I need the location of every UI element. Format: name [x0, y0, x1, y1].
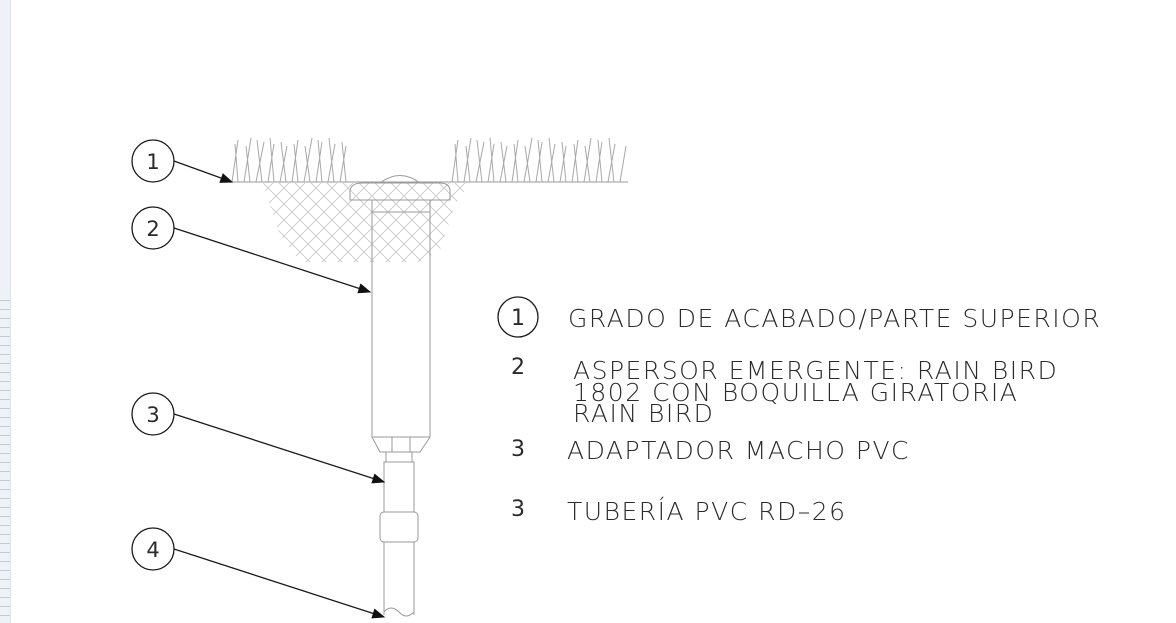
legend-item-2: 2 ASPERSOR EMERGENTE: RAIN BIRD 1802 CON… [511, 355, 1058, 428]
callout-3-number: 3 [146, 403, 159, 427]
legend-item-2-number: 2 [511, 355, 525, 380]
legend-item-3: 3 ADAPTADOR MACHO PVC [511, 436, 910, 465]
legend-item-1-text: GRADO DE ACABADO/PARTE SUPERIOR [568, 304, 1101, 333]
callout-1-number: 1 [146, 150, 159, 174]
callout-4: 4 [131, 527, 386, 619]
legend-item-3-text: ADAPTADOR MACHO PVC [567, 436, 910, 465]
callout-2: 2 [131, 206, 372, 294]
legend-item-1-number: 1 [511, 306, 525, 331]
legend-item-3-number: 3 [511, 437, 525, 462]
callout-1: 1 [131, 139, 234, 183]
soil-hatch [263, 183, 470, 262]
callout-4-number: 4 [146, 538, 159, 562]
legend: 1 GRADO DE ACABADO/PARTE SUPERIOR 2 ASPE… [497, 296, 1101, 526]
viewer-left-ruler [0, 0, 11, 623]
legend-item-4-text: TUBERÍA PVC RD–26 [567, 497, 847, 526]
legend-item-2-line-3: RAIN BIRD [573, 399, 714, 428]
legend-item-2-line-2: 1802 CON BOQUILLA GIRATORIA [573, 378, 1018, 407]
legend-item-4: 3 TUBERÍA PVC RD–26 [511, 497, 847, 526]
sprinkler-body [349, 175, 451, 617]
callout-3: 3 [131, 392, 386, 484]
grass-left [231, 137, 347, 183]
legend-item-1: 1 GRADO DE ACABADO/PARTE SUPERIOR [497, 296, 1101, 338]
grass-right [451, 137, 627, 183]
callout-2-number: 2 [146, 217, 159, 241]
legend-item-2-line-1: ASPERSOR EMERGENTE: RAIN BIRD [573, 356, 1058, 385]
ruler-ticks [0, 300, 10, 623]
legend-item-4-number: 3 [511, 497, 525, 522]
